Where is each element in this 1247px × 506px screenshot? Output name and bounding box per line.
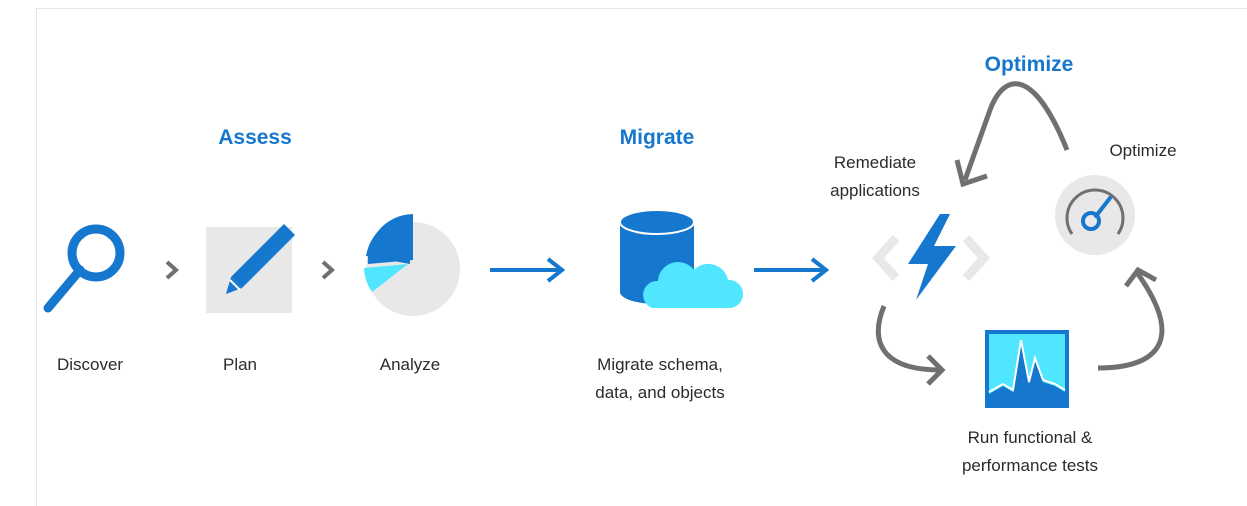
chevron-right-icon — [165, 260, 180, 280]
migrate-heading: Migrate — [619, 126, 695, 149]
plan-label: Plan — [222, 355, 258, 374]
arrow-right-icon — [490, 257, 566, 283]
assess-heading: Assess — [218, 126, 292, 149]
migrate-label-line1: Migrate schema, — [597, 355, 723, 374]
optimize-heading: Optimize — [984, 53, 1074, 76]
frame-border-top — [36, 8, 1247, 9]
discover-label: Discover — [56, 355, 124, 374]
performance-graph-icon — [985, 330, 1069, 408]
pie-chart-icon — [364, 214, 460, 316]
analyze-label: Analyze — [379, 355, 441, 374]
tests-label-line2: performance tests — [961, 456, 1099, 475]
optimize-label: Optimize — [1109, 141, 1177, 160]
pencil-icon — [206, 224, 295, 313]
cycle-arrow-icon — [1097, 266, 1165, 371]
gauge-icon — [1055, 175, 1135, 255]
migrate-label-line2: data, and objects — [595, 383, 725, 402]
arrow-right-icon — [754, 257, 830, 283]
remediate-label-line1: Remediate — [833, 153, 917, 172]
tests-label-line1: Run functional & — [967, 428, 1093, 447]
cycle-arrow-icon — [875, 305, 946, 386]
cycle-arrow-icon — [954, 81, 1070, 188]
code-lightning-icon — [871, 214, 991, 300]
remediate-label-line2: applications — [830, 181, 920, 200]
chevron-right-icon — [321, 260, 336, 280]
database-cloud-icon — [619, 209, 744, 308]
magnifier-icon — [43, 224, 125, 313]
frame-border-left — [36, 8, 37, 506]
